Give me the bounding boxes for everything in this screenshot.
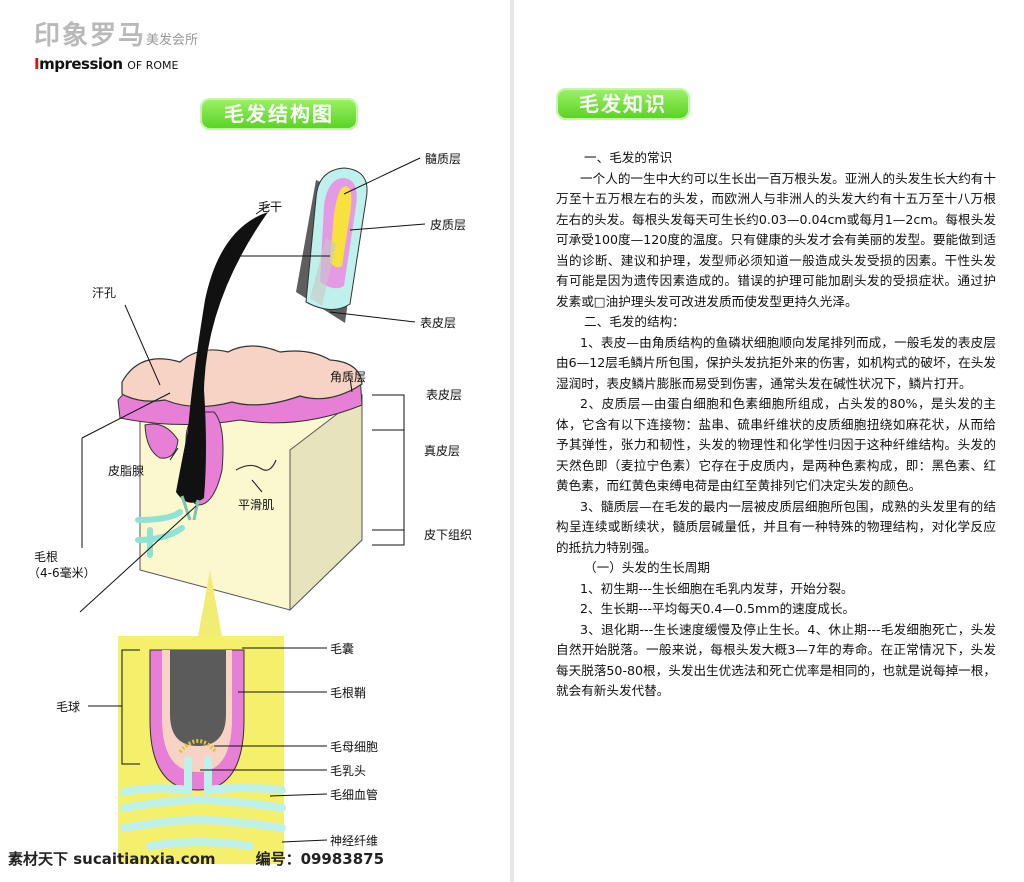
- section-heading: 二、毛发的结构：: [584, 314, 685, 329]
- paragraph: 1、初生期---生长细胞在毛乳内发芽，开始分裂。: [580, 580, 854, 596]
- knowledge-article: 一、毛发的常识一个人的一生中大约可以生长出一百万根头发。亚洲人的头发生长大约有十…: [556, 148, 996, 702]
- label-dermis: 真皮层: [424, 444, 461, 458]
- label-root-length: （4-6毫米）: [28, 566, 96, 580]
- watermark-code: 编号：09983875: [255, 850, 385, 868]
- section-heading: （一）头发的生长周期: [584, 560, 710, 575]
- follicle-zoom: [118, 636, 286, 864]
- right-page: [514, 0, 1024, 882]
- label-cortex: 皮质层: [430, 218, 467, 232]
- label-nerve: 神经纤维: [330, 834, 379, 848]
- zoom-funnel: [198, 570, 222, 636]
- label-sebaceous: 皮脂腺: [108, 464, 145, 478]
- leader-lines: [79, 157, 426, 843]
- watermark-site: 素材天下 sucaitianxia.com: [8, 850, 216, 868]
- paragraph: 3、退化期---生长速度缓慢及停止生长。4、休止期---毛发细胞死亡，头发自然开…: [556, 621, 996, 699]
- label-shaft: 毛干: [258, 200, 283, 214]
- brand-logo: 印象罗马美发会所 Impression OF ROME: [34, 22, 198, 73]
- knowledge-title: 毛发知识: [556, 88, 690, 120]
- label-muscle: 平滑肌: [238, 498, 275, 512]
- label-epidermis: 表皮层: [426, 388, 463, 402]
- label-bulb: 毛球: [56, 700, 81, 714]
- label-medulla: 髓质层: [425, 152, 462, 166]
- paragraph: 2、皮质层—由蛋白细胞和色素细胞所组成，占头发的80%，是头发的主体，它含有以下…: [556, 396, 996, 493]
- paragraph: 3、髓质层—在毛发的最内一层被皮质层细胞所包围，成熟的头发里有的结构呈连续或断续…: [556, 498, 996, 555]
- label-root: 毛根: [34, 550, 59, 564]
- brand-en-small: OF ROME: [127, 59, 179, 72]
- paragraph: 1、表皮—由角质结构的鱼磷状细胞顺向发尾排列而成，一般毛发的表皮层由6—12层毛…: [556, 334, 996, 391]
- brand-cn-name: 印象罗马: [34, 21, 147, 51]
- label-capillary: 毛细血管: [330, 788, 379, 802]
- brand-en-first: I: [34, 55, 40, 73]
- hair-structure-diagram: [79, 157, 426, 864]
- brand-cn-sub: 美发会所: [146, 33, 199, 48]
- hair-strand-section: [296, 167, 368, 323]
- page-fold: [510, 0, 514, 882]
- label-keratin: 角质层: [330, 370, 367, 384]
- skin-block: [117, 345, 363, 612]
- label-papilla: 毛乳头: [330, 764, 367, 778]
- diagram-title: 毛发结构图: [200, 98, 358, 130]
- paragraph: 一个人的一生中大约可以生长出一百万根头发。亚洲人的头发生长大约有十万至十五万根左…: [556, 170, 996, 309]
- label-cuticle-top: 表皮层: [420, 316, 457, 330]
- label-subcutis: 皮下组织: [424, 528, 473, 542]
- label-pore: 汗孔: [92, 286, 117, 300]
- label-matrix: 毛母细胞: [330, 740, 379, 754]
- label-follicle: 毛囊: [330, 642, 355, 656]
- watermark: 素材天下 sucaitianxia.com 编号：09983875: [8, 848, 384, 869]
- paragraph: 2、生长期---平均每天0.4—0.5mm的速度成长。: [580, 601, 856, 616]
- section-heading: 一、毛发的常识: [584, 150, 673, 165]
- hair-shaft: [176, 212, 268, 503]
- label-sheath: 毛根鞘: [330, 686, 367, 700]
- brand-en-rest: mpression: [39, 55, 123, 73]
